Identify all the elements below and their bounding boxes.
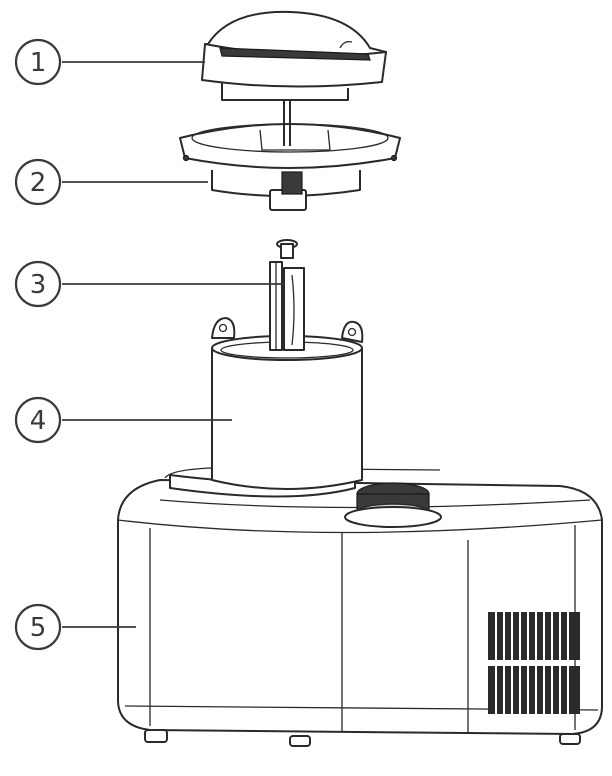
callout-5-label: 5 <box>30 613 47 643</box>
callout-1-label: 1 <box>30 48 47 78</box>
callout-2-label: 2 <box>30 168 47 198</box>
callout-4: 4 <box>14 396 232 444</box>
bowl-part <box>169 317 364 498</box>
callout-4-label: 4 <box>30 406 47 436</box>
callout-1: 1 <box>14 38 205 86</box>
callout-3: 3 <box>14 260 284 308</box>
cover-part <box>179 123 401 211</box>
vent-grille <box>488 612 580 714</box>
callout-2: 2 <box>14 158 208 206</box>
paddle-part <box>269 239 305 351</box>
callout-5: 5 <box>14 603 136 651</box>
callout-3-label: 3 <box>30 270 47 300</box>
lid-part <box>201 10 387 146</box>
base-unit-part <box>117 467 603 747</box>
